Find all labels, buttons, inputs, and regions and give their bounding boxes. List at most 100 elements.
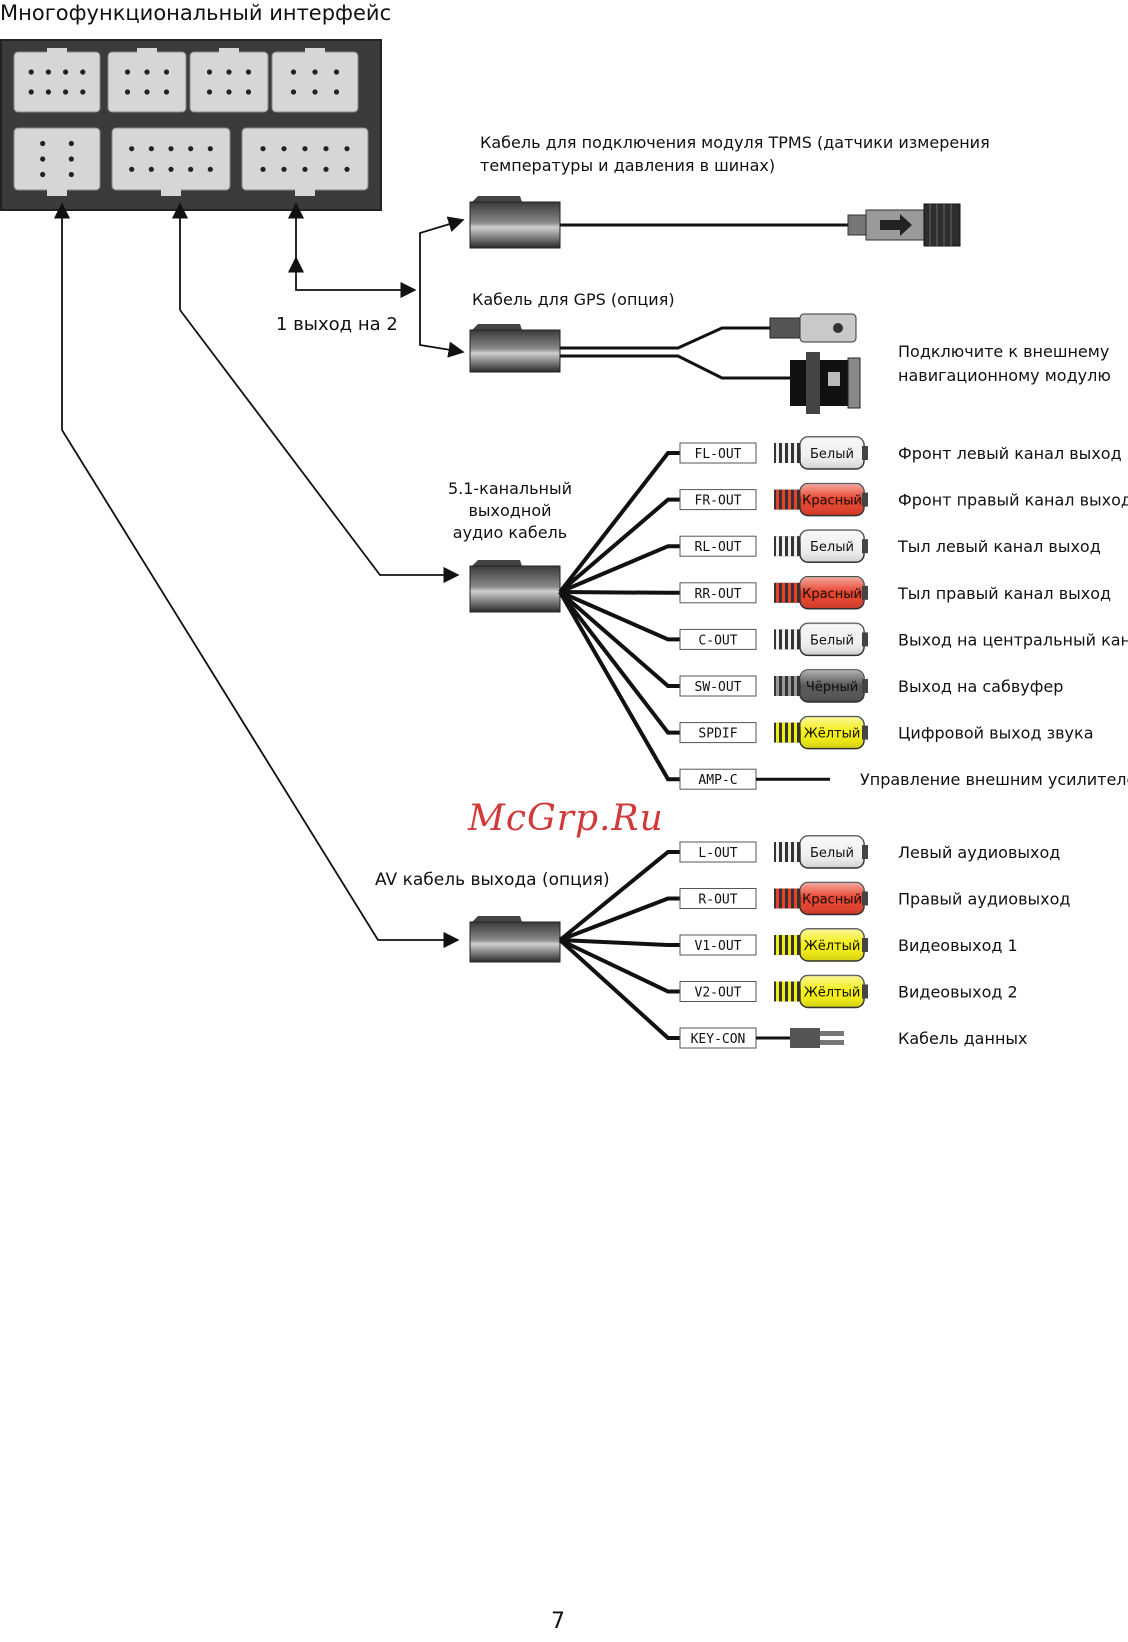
tag-box (679, 628, 757, 650)
tag-label: V1-OUT (695, 939, 742, 954)
output-description: Тыл правый канал выход (897, 584, 1111, 603)
rca-plug (774, 576, 868, 610)
tag-box (679, 722, 757, 744)
output-description: Кабель данных (898, 1029, 1028, 1048)
output-description: Правый аудиовыход (898, 890, 1070, 909)
tpms-caption-line1: Кабель для подключения модуля TPMS (датч… (480, 133, 990, 152)
tpms-caption-line2: температуры и давления в шинах) (480, 156, 775, 175)
audio51-output-rr-out: RR-OUT Красный Тыл правый канал выход (559, 576, 1111, 610)
color-label: Жёлтый (804, 986, 861, 1001)
tag-box (679, 888, 757, 909)
rca-plug (774, 482, 868, 517)
wire (558, 938, 680, 1040)
color-label: Чёрный (806, 680, 858, 695)
tag-box (679, 981, 757, 1002)
output-description: Тыл левый канал выход (897, 537, 1101, 556)
wire (559, 938, 680, 994)
arrow-split-to-tpms (419, 216, 465, 290)
audio51-caption-line3: аудио кабель (453, 523, 567, 542)
tag-box (679, 582, 757, 604)
rca-plug (774, 928, 868, 962)
output-description: Видеовыход 2 (898, 983, 1018, 1002)
av-output-l-out: L-OUT Белый Левый аудиовыход (558, 835, 1060, 942)
gps-antenna-connector (769, 313, 857, 343)
wire (558, 590, 680, 735)
interface-port-5 (13, 127, 101, 196)
gps-module-connector (790, 352, 861, 414)
gps-note-line2: навигационному модулю (898, 366, 1111, 385)
output-description: Выход на центральный канал (898, 630, 1128, 649)
interface-port-2 (107, 48, 187, 113)
tag-box (679, 442, 757, 464)
tpms-plug (469, 196, 561, 249)
tag-box (679, 841, 757, 863)
tag-label: FR-OUT (695, 494, 742, 509)
color-label: Белый (810, 633, 854, 648)
audio51-cable: 5.1-канальный выходной аудио кабель FL-O… (448, 436, 1128, 790)
wire (558, 590, 680, 688)
interface-block (0, 39, 382, 211)
audio51-plug (469, 560, 561, 613)
rca-plug (774, 715, 868, 750)
color-label: Красный (802, 494, 862, 509)
rca-plug (774, 622, 868, 657)
tag-label: SPDIF (698, 727, 737, 742)
rca-plug (774, 436, 868, 470)
wire (558, 451, 680, 594)
wire (558, 497, 680, 594)
output-description: Левый аудиовыход (898, 843, 1060, 862)
audio51-caption-line2: выходной (468, 501, 551, 520)
output-description: Видеовыход 1 (898, 936, 1018, 955)
color-label: Красный (802, 893, 862, 908)
av-plug (469, 916, 561, 963)
interface-port-4 (271, 48, 359, 113)
tag-label: C-OUT (698, 633, 737, 648)
interface-port-3 (189, 48, 269, 113)
rca-plug (774, 881, 868, 916)
tag-box (679, 489, 757, 511)
tag-label: RR-OUT (695, 587, 742, 602)
arrow-port3-to-split (295, 260, 417, 299)
wire (559, 938, 680, 947)
rca-plug (774, 835, 868, 869)
color-label: Красный (802, 587, 862, 602)
watermark: McGrp.Ru (467, 798, 664, 839)
gps-note-line1: Подключите к внешнему (898, 342, 1109, 361)
wire (559, 896, 680, 942)
interface-port-7 (241, 127, 369, 196)
arrow-port2-to-audio (179, 309, 460, 584)
tpms-cable: Кабель для подключения модуля TPMS (датч… (469, 133, 990, 249)
tag-box (679, 934, 757, 956)
color-label: Белый (810, 846, 854, 861)
tag-label: SW-OUT (695, 680, 742, 695)
gps-caption: Кабель для GPS (опция) (472, 290, 675, 309)
rca-plug (774, 529, 868, 563)
color-label: Белый (810, 540, 854, 555)
tag-label: R-OUT (698, 893, 737, 908)
audio51-output-c-out: C-OUT Белый Выход на центральный канал (559, 590, 1128, 657)
arrow-port1-to-av (61, 429, 460, 949)
rca-plug (774, 669, 868, 703)
tag-label: L-OUT (698, 846, 737, 861)
wire (558, 850, 680, 942)
gps-cable: Кабель для GPS (опция) Подключите к внеш… (469, 290, 1111, 414)
arrow-split-to-gps (419, 290, 465, 358)
wire (559, 590, 680, 595)
av-output-key-con: KEY-CON Кабель данных (558, 938, 1028, 1049)
diagram-title: Многофункциональный интерфейс (0, 1, 391, 25)
connection-arrows (53, 202, 465, 949)
split-label: 1 выход на 2 (276, 314, 398, 335)
tag-label: FL-OUT (695, 447, 742, 462)
tpms-round-connector (847, 203, 961, 247)
wire (559, 590, 680, 642)
data-connector (756, 1028, 844, 1048)
tag-label: KEY-CON (691, 1032, 746, 1047)
